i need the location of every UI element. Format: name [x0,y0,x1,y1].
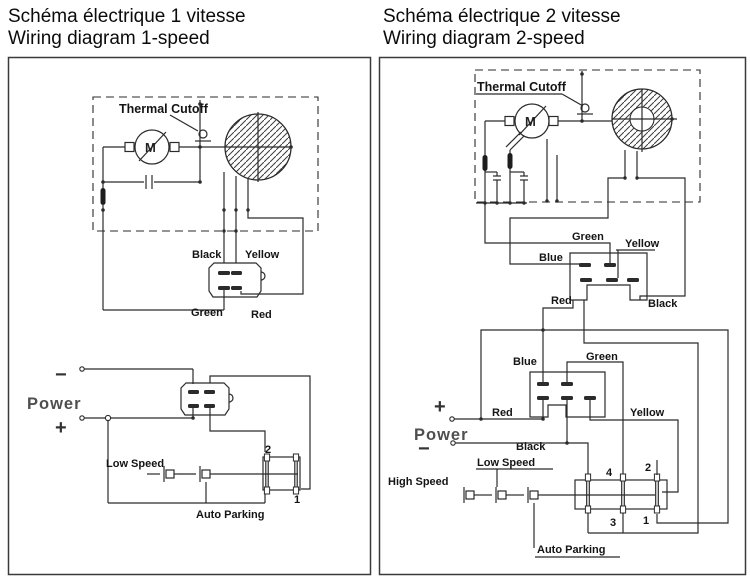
left-wire-label-red: Red [251,309,272,321]
left-parking-cam: 2 1 Auto Parking [108,444,301,521]
right-armature [611,88,677,152]
left-auto-parking-label: Auto Parking [196,509,264,521]
right-upper-label-green: Green [572,231,604,243]
left-motor-symbol: M [103,129,226,165]
left-inductor [100,147,106,310]
right-upper-label-black: Black [648,298,678,310]
right-upper-label-blue: Blue [539,252,563,264]
plug-icon [163,466,178,482]
cam-terminal [584,473,592,514]
right-thermal-cutoff: Thermal Cutoff [476,71,593,121]
cam-terminal [619,473,627,514]
left-low-speed-label: Low Speed [106,458,164,470]
left-terminal-2-label: 2 [265,444,271,456]
left-wire-label-black: Black [192,249,222,261]
right-terminal-1-label: 1 [643,515,649,527]
left-power: − Power + [27,364,195,503]
left-plus-symbol: + [55,417,67,439]
right-diagram-border [378,56,747,576]
cam-terminal [653,473,661,514]
left-title-french: Schéma électrique 1 vitesse [8,6,246,27]
plug-icon [199,466,214,482]
right-suppressor-components [476,121,559,205]
right-upper-label-red: Red [551,295,572,307]
right-high-speed-label: High Speed [388,476,449,488]
left-motor-wires [222,172,304,295]
left-diagram-border [7,56,372,576]
right-terminal-4-label: 4 [606,467,613,479]
right-terminal-3-label: 3 [610,517,616,529]
plug-icon [495,487,510,503]
right-lower-label-red: Red [492,407,513,419]
left-thermal-cutoff: Thermal Cutoff [119,100,211,147]
right-lower-label-black: Black [516,441,546,453]
right-parking-cam: 4 2 3 1 Auto Parking [535,460,668,558]
right-lower-label-yellow: Yellow [630,407,665,419]
right-lower-label-blue: Blue [513,356,537,368]
plug-icon [463,487,478,503]
right-terminal-2-label: 2 [645,462,651,474]
right-panel: Schéma électrique 2 vitesse Wiring diagr… [378,6,747,576]
right-power-label: Power [414,426,469,444]
left-wire-label-green: Green [191,307,223,319]
left-panel: Schéma électrique 1 vitesse Wiring diagr… [7,6,372,576]
plug-icon [527,487,542,503]
right-upper-label-yellow: Yellow [625,238,660,250]
right-harness-connector: Blue Green Red Yellow Black [492,330,679,493]
cam-terminal [263,453,271,495]
left-motor-dashed-box [92,96,319,232]
left-motor-letter: M [145,140,156,155]
right-plus-symbol: + [434,396,446,418]
left-harness-connector [180,369,311,490]
left-capacitor [101,147,202,189]
right-speed-switches: Low Speed High Speed [388,457,575,548]
left-power-label: Power [27,395,82,413]
right-power: + Power − [414,396,589,475]
right-motor-symbol: M [485,103,612,151]
right-auto-parking-label: Auto Parking [537,544,605,556]
left-armature [224,112,293,182]
left-low-speed-switch: Low Speed [106,458,298,503]
left-thermal-cutoff-label: Thermal Cutoff [119,102,209,116]
left-minus-symbol: − [55,364,67,386]
right-power-rail [479,328,729,524]
right-lower-label-green: Green [586,351,618,363]
cam-terminal [292,453,300,495]
right-motor-letter: M [525,114,536,129]
left-terminal-1-label: 1 [294,494,300,506]
right-title-french: Schéma électrique 2 vitesse [383,6,621,27]
right-title-english: Wiring diagram 2-speed [383,28,585,49]
left-wire-label-yellow: Yellow [245,249,280,261]
right-low-speed-label: Low Speed [477,457,535,469]
right-motor-connector: Green Yellow Blue Red Black [539,231,699,534]
right-minus-symbol: − [418,438,430,460]
left-motor-connector: Black Yellow Green Red [103,249,280,321]
right-motor-dashed-box [474,69,701,203]
right-thermal-cutoff-label: Thermal Cutoff [477,80,567,94]
left-title-english: Wiring diagram 1-speed [8,28,210,49]
